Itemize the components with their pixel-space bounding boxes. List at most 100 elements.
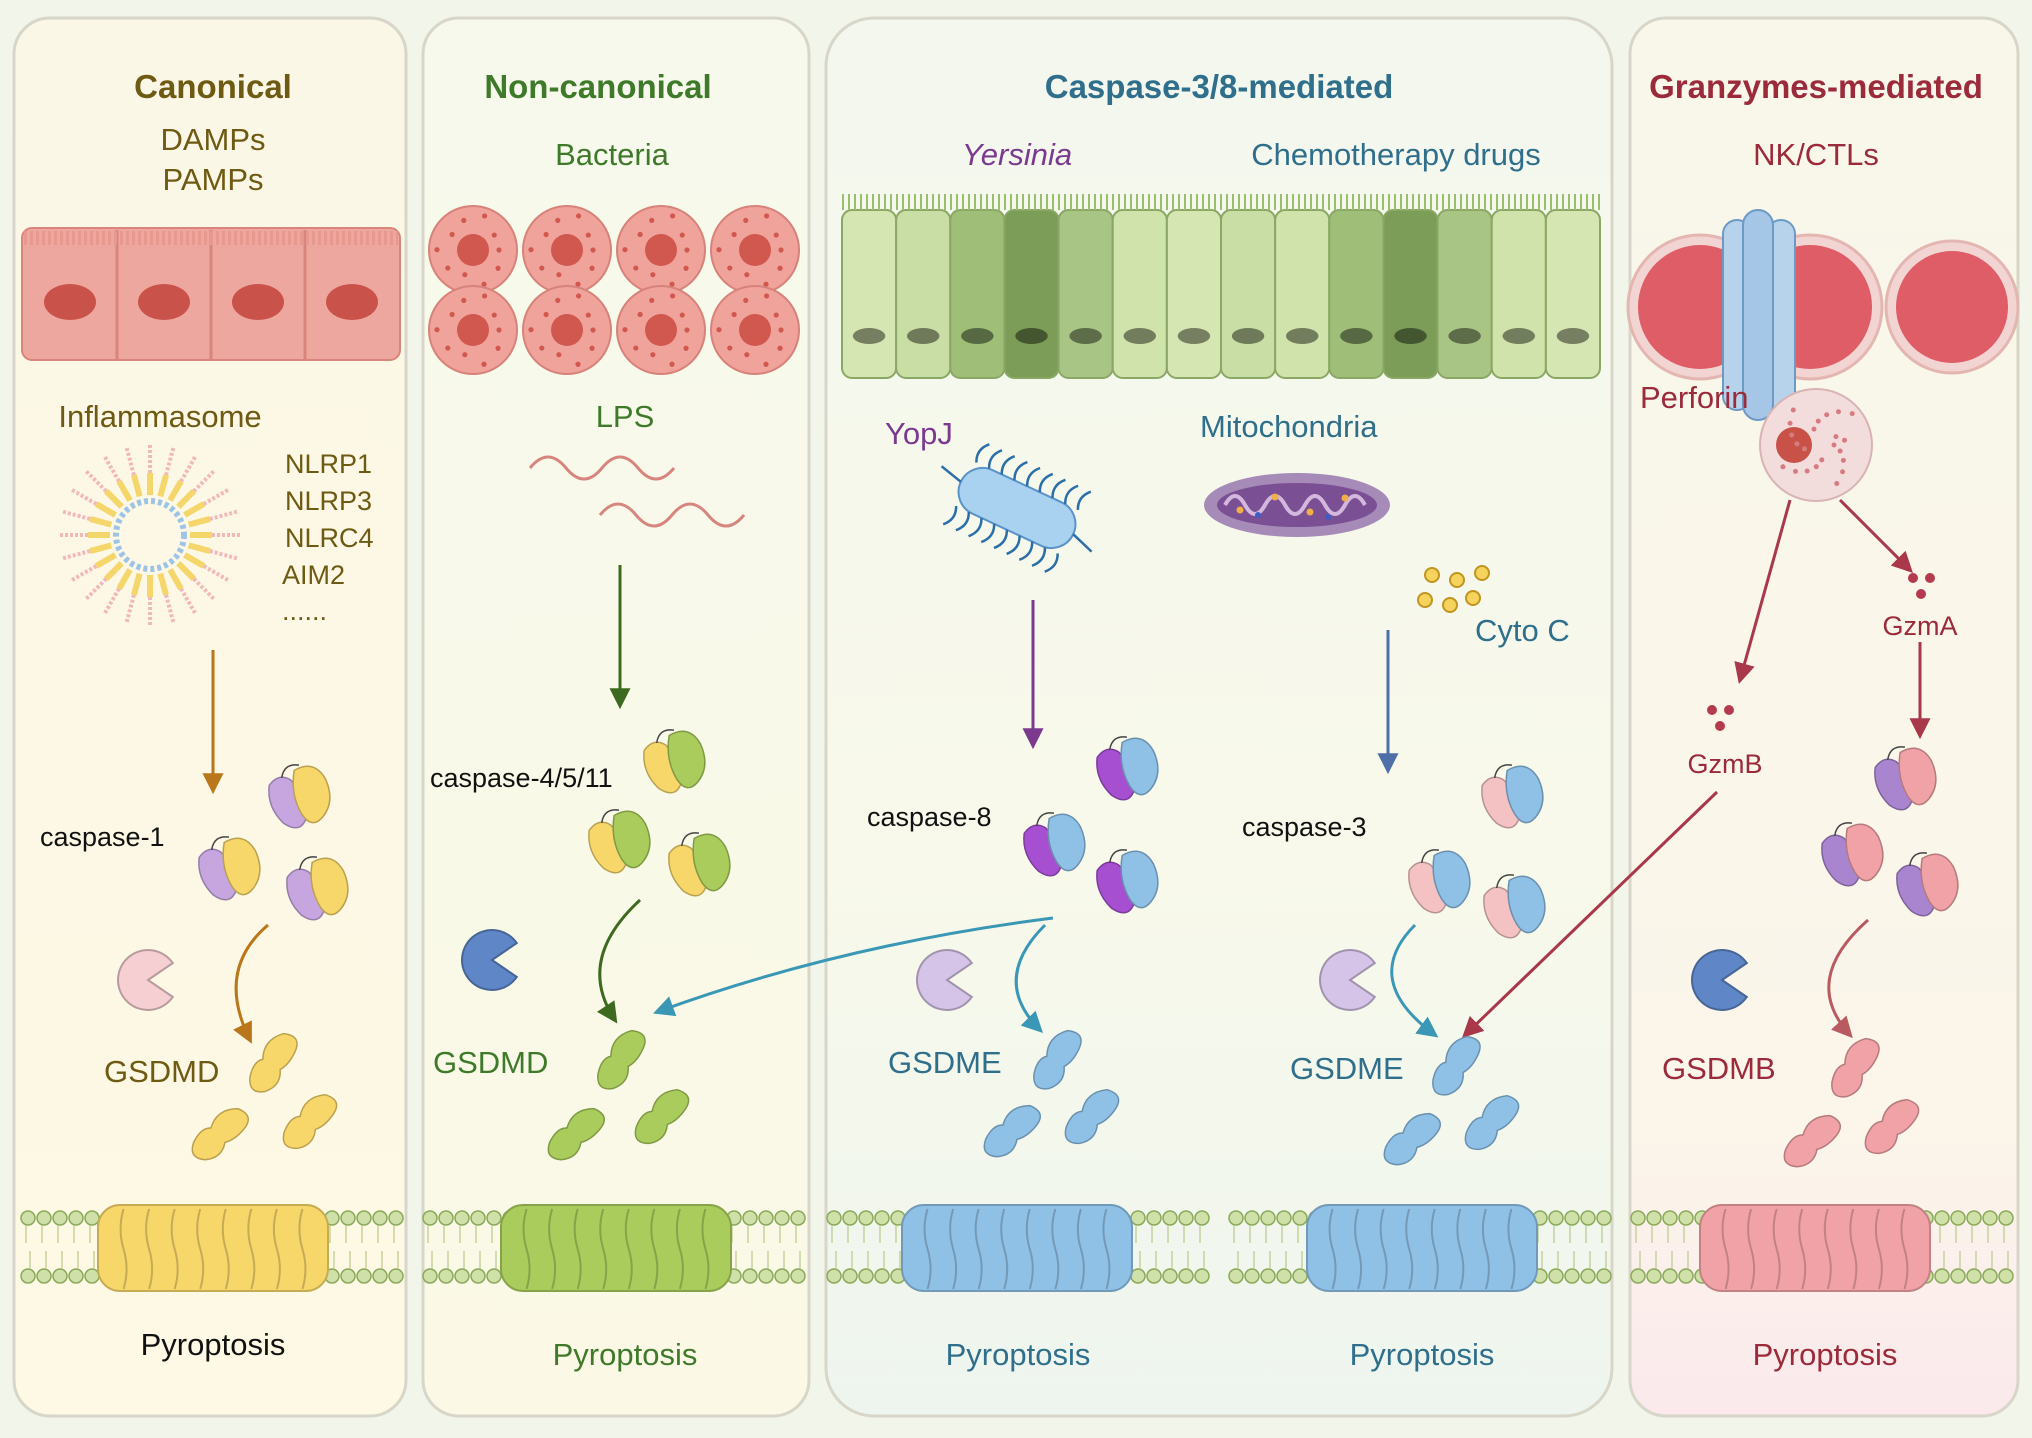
bacteria-cluster — [428, 205, 800, 375]
chemotherapy-label: Chemotherapy drugs — [1251, 137, 1541, 172]
gasdermin-fragment — [282, 1093, 338, 1150]
lipid-head — [1292, 1210, 1308, 1226]
lipid-head — [1276, 1268, 1292, 1284]
sensor-nlrp1: NLRP1 — [285, 449, 372, 479]
caspase-dimer — [1096, 736, 1159, 801]
gasdermin-fragment — [634, 1088, 690, 1145]
generated-shapes — [20, 729, 2014, 1292]
intestinal-epithelium — [841, 194, 1602, 379]
lipid-head — [1228, 1268, 1244, 1284]
panel-canonical — [12, 16, 408, 1418]
lipid-head — [84, 1210, 100, 1226]
lipid-head — [84, 1268, 100, 1284]
lipid-head — [1596, 1210, 1612, 1226]
pyroptosis-caspase3: Pyroptosis — [1350, 1337, 1495, 1372]
lipid-head — [422, 1210, 438, 1226]
caspase-dimer — [1483, 874, 1546, 939]
arrow-gzmb-to-gsdme — [1461, 790, 1719, 1038]
lipid-head — [388, 1210, 404, 1226]
gasdermin-pore — [1699, 1204, 1931, 1292]
lipid-head — [790, 1268, 806, 1284]
lipid-head — [52, 1210, 68, 1226]
inflammasome-icon — [58, 443, 242, 627]
caspase-dimer — [268, 764, 331, 829]
lipid-head — [422, 1268, 438, 1284]
pyroptosis-canonical: Pyroptosis — [141, 1327, 286, 1362]
gzma-granules — [1908, 573, 1935, 599]
arrow-caspase3-to-gsdme — [1390, 923, 1439, 1038]
mitochondria-label: Mitochondria — [1200, 409, 1378, 444]
caspase-dimer — [198, 836, 261, 901]
lipid-head — [1966, 1210, 1982, 1226]
lipid-head — [68, 1268, 84, 1284]
yersinia-label: Yersinia — [962, 137, 1072, 172]
caspase-dimer — [1896, 852, 1959, 917]
caspase-dimer — [1096, 849, 1159, 914]
noncanonical-title: Non-canonical — [484, 68, 711, 105]
gasdermin-fragment — [249, 1032, 298, 1093]
lipid-head — [1662, 1210, 1678, 1226]
lipid-head — [1194, 1268, 1210, 1284]
lipid-head — [1596, 1268, 1612, 1284]
caspase-dimer — [643, 729, 706, 794]
gsdmd-label-noncanonical: GSDMD — [433, 1045, 548, 1080]
lipid-head — [826, 1268, 842, 1284]
caspase3-label: caspase-3 — [1242, 812, 1367, 842]
sensor-nlrp3: NLRP3 — [285, 486, 372, 516]
lipid-head — [1934, 1210, 1950, 1226]
labels: Canonical DAMPs PAMPs Inflammasome NLRP1… — [40, 68, 1983, 1372]
gsdme-label-right: GSDME — [1290, 1051, 1404, 1086]
lipid-head — [52, 1268, 68, 1284]
lipid-head — [1162, 1268, 1178, 1284]
caspase-dimer — [286, 856, 349, 921]
lipid-head — [858, 1210, 874, 1226]
lipid-head — [1228, 1210, 1244, 1226]
lipid-head — [1580, 1210, 1596, 1226]
caspase-dimer — [1408, 849, 1471, 914]
lipid-head — [1276, 1210, 1292, 1226]
caspase-dimer — [1023, 812, 1086, 877]
arrow-granule-to-gzma — [1838, 498, 1913, 573]
gasdermin-fragment — [1831, 1037, 1880, 1098]
gasdermin-fragment — [1383, 1112, 1442, 1166]
pyroptosis-granzyme: Pyroptosis — [1753, 1337, 1898, 1372]
lipid-head — [372, 1210, 388, 1226]
gzma-label: GzmA — [1882, 611, 1957, 641]
sensor-nlrc4: NLRC4 — [285, 523, 374, 553]
gasdermin-pore — [1306, 1204, 1538, 1292]
lipid-head — [1130, 1210, 1146, 1226]
gasdermin-fragment — [983, 1104, 1042, 1158]
cyto-c-label: Cyto C — [1475, 613, 1570, 648]
lipid-head — [1678, 1268, 1694, 1284]
lipid-head — [1292, 1268, 1308, 1284]
gsdmd-label-canonical: GSDMD — [104, 1054, 219, 1089]
perforin-label: Perforin — [1640, 380, 1749, 415]
lipid-head — [36, 1268, 52, 1284]
gasdermin-pore — [901, 1204, 1133, 1292]
lipid-head — [20, 1210, 36, 1226]
lipid-head — [1982, 1210, 1998, 1226]
lipid-head — [340, 1268, 356, 1284]
gasdermin-fragment — [547, 1107, 606, 1161]
caspase4-label: caspase-4/5/11 — [430, 763, 613, 793]
gsdmb-label: GSDMB — [1662, 1051, 1776, 1086]
gzmb-granules — [1707, 705, 1734, 731]
pamps-label: PAMPs — [162, 162, 263, 197]
lipid-head — [68, 1210, 84, 1226]
lipid-head — [1194, 1210, 1210, 1226]
gsdme-label-left: GSDME — [888, 1045, 1002, 1080]
arrow-caspase1-to-gsdmd — [233, 923, 269, 1044]
protease-icon — [1319, 949, 1377, 1011]
lipid-head — [1130, 1268, 1146, 1284]
lipid-head — [1162, 1210, 1178, 1226]
caspase8-label: caspase-8 — [867, 802, 992, 832]
lipid-head — [470, 1210, 486, 1226]
lipid-head — [486, 1268, 502, 1284]
lipid-head — [1244, 1210, 1260, 1226]
granule-vesicle-icon — [1759, 388, 1873, 502]
lipid-head — [1146, 1210, 1162, 1226]
arrow-caspase4-to-gsdmd — [596, 898, 642, 1024]
gasdermin-fragment — [1783, 1114, 1842, 1168]
sensor-more: ...... — [282, 596, 327, 626]
inflammasome-label: Inflammasome — [58, 399, 261, 434]
